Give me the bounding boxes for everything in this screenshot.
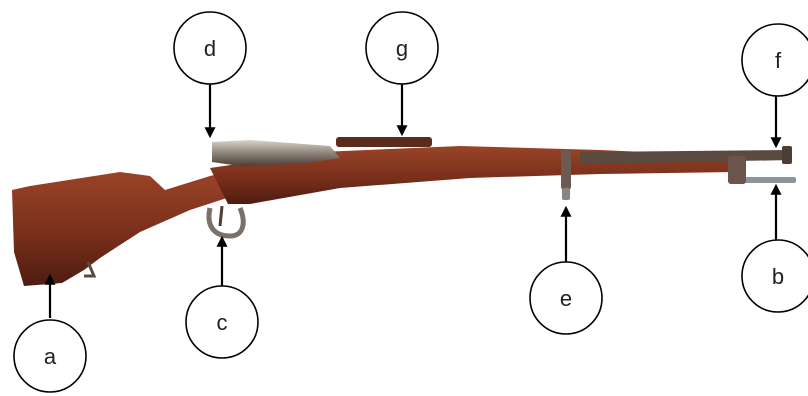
callout-g-circle (365, 11, 439, 85)
rifle-trigger (218, 205, 224, 227)
rifle-receiver (212, 140, 340, 166)
rifle-bayonet-lug (736, 177, 796, 183)
callout-c-circle (185, 285, 259, 359)
rifle-muzzle (782, 146, 792, 164)
callout-d-circle (173, 11, 247, 85)
rifle-rear-sight (336, 137, 432, 147)
callout-b-label: b (772, 264, 784, 289)
callout-d-label: d (204, 36, 216, 61)
callout-f-label: f (775, 48, 782, 73)
callout-c-label: c (217, 310, 228, 335)
callout-arrows (44, 84, 782, 318)
callout-e-circle (529, 261, 603, 335)
callout-circles (13, 11, 808, 393)
callout-g-label: g (396, 36, 408, 61)
callout-a-circle (13, 319, 87, 393)
rifle-lower-swivel (84, 261, 97, 278)
rifle-barrel-band (561, 150, 571, 190)
rifle-illustration (12, 137, 796, 286)
callout-b-circle (741, 239, 808, 313)
rifle-butt-stock (12, 170, 235, 286)
callout-f-circle (741, 23, 808, 97)
rifle-nose-cap (728, 156, 746, 184)
rifle-sling-swivel (562, 188, 570, 200)
callout-e-label: e (560, 286, 572, 311)
rifle-barrel (580, 150, 792, 164)
callout-a-label: a (44, 344, 57, 369)
rifle-trigger-guard (206, 207, 246, 239)
callout-labels: a b c d e f g (44, 36, 784, 369)
